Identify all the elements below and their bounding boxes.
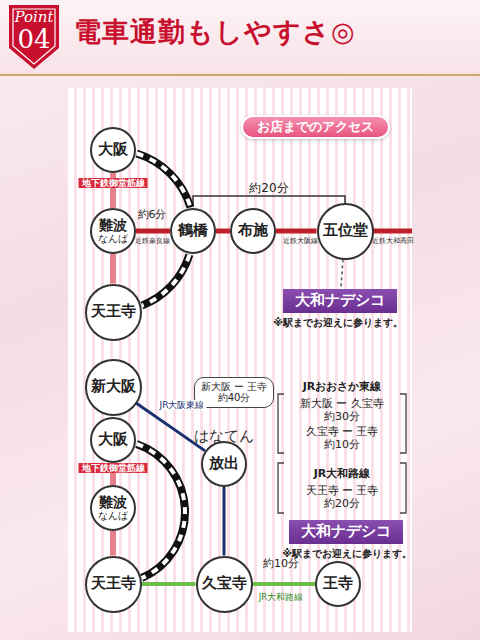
- node-text: 大和ナデシコ: [301, 523, 391, 540]
- bracket: [400, 463, 406, 513]
- station-circle: 新大阪: [85, 359, 142, 416]
- node-text: 天王寺: [91, 575, 136, 592]
- map-note: 近鉄大和高田: [372, 237, 414, 245]
- time-bracket: [193, 196, 345, 206]
- rail-segment: [253, 582, 316, 586]
- node-text: 難波: [99, 217, 127, 233]
- node-text: 天王寺: [91, 303, 136, 320]
- rail-line: [224, 487, 225, 556]
- map-note: 約20分: [249, 181, 288, 195]
- access-button: お店までのアクセス: [241, 115, 390, 140]
- map-note: 新大阪 ー 久宝寺 約30分: [292, 397, 392, 423]
- map-note: 天王寺 ー 王寺 約20分: [292, 484, 392, 510]
- map-note: ※駅までお迎えに参ります。: [282, 548, 412, 560]
- bracket: [278, 463, 284, 513]
- map-note: ※駅までお迎えに参ります。: [273, 317, 403, 329]
- node-text: 大阪: [98, 431, 128, 448]
- node-text: 王寺: [323, 575, 353, 592]
- station-circle: 天王寺: [85, 284, 142, 341]
- loop-line-outer: [142, 255, 190, 306]
- station-circle: 大阪: [90, 127, 136, 173]
- rail-segment: [276, 229, 317, 234]
- node-text: 大和ナデシコ: [295, 292, 385, 309]
- rail-line: [253, 584, 316, 585]
- rail-line: [136, 231, 170, 232]
- shop-box: 大和ナデシコ: [283, 289, 397, 312]
- shield-inner: [13, 9, 55, 64]
- rail-line: [113, 531, 114, 556]
- station-circle: 久宝寺: [196, 556, 253, 613]
- bracket: [278, 394, 284, 453]
- rail-segment: [110, 254, 116, 284]
- map-note: JRおおさか東線: [303, 380, 382, 393]
- shield-fill: [9, 5, 59, 69]
- rail-segment: [110, 531, 116, 556]
- node-text: 五位堂: [323, 222, 368, 239]
- bracket: [400, 394, 406, 453]
- station-circle: 難波なんば: [90, 208, 136, 254]
- rail-segment: [136, 229, 170, 234]
- node-text: はなてん: [194, 428, 254, 445]
- rail-line: [142, 584, 196, 585]
- node-text: 大阪: [98, 141, 128, 158]
- station-circle: 布施: [230, 208, 276, 254]
- node-text: Point: [14, 10, 53, 26]
- line-label: 地下鉄御堂筋線: [79, 463, 148, 474]
- node-text: 鶴橋: [178, 222, 208, 239]
- rail-segment: [216, 229, 230, 234]
- station-circle: 王寺: [315, 561, 361, 607]
- rail-line: [276, 231, 317, 232]
- node-text: なんば: [98, 510, 128, 522]
- map-note: 近鉄奈良線: [135, 237, 170, 245]
- station-circle: はなてん放出: [201, 441, 247, 487]
- station-circle: 五位堂: [317, 203, 374, 260]
- rail-segment: [142, 582, 196, 586]
- map-note: JR大和路線: [259, 592, 303, 602]
- rail-line: [216, 231, 230, 232]
- point-badge: Point04: [6, 2, 62, 72]
- line-label: 約10分: [263, 557, 299, 570]
- rail-segment: [223, 487, 226, 556]
- map-note: JR大和路線: [314, 467, 371, 480]
- station-circle: 難波なんば: [90, 485, 136, 531]
- page-title: 電車通勤もしやすさ◎: [74, 14, 356, 50]
- shop-box: 大和ナデシコ: [289, 520, 403, 543]
- node-text: 布施: [238, 222, 268, 239]
- map-note: 久宝寺 ー 王寺 約10分: [292, 425, 392, 451]
- node-text: 久宝寺: [202, 575, 247, 592]
- line-label: JR大阪東線: [158, 400, 207, 411]
- node-text: 新大阪 ー 王寺 約40分: [199, 381, 269, 404]
- node-text: 放出: [209, 455, 239, 472]
- rail-segment: [341, 259, 343, 289]
- node-text: 難波: [99, 494, 127, 510]
- station-circle: 鶴橋: [170, 208, 216, 254]
- loop-line-inner: [142, 255, 190, 306]
- rail-line: [341, 259, 343, 289]
- station-circle: 天王寺: [85, 556, 142, 613]
- station-circle: 大阪: [90, 417, 136, 463]
- node-text: なんば: [98, 233, 128, 245]
- map-note: 近鉄大阪線: [283, 237, 318, 245]
- line-label: 地下鉄御堂筋線: [79, 178, 148, 189]
- node-text: 新大阪: [91, 378, 136, 395]
- node-text: 04: [17, 26, 50, 53]
- node-text: お店までのアクセス: [257, 120, 374, 135]
- rail-line: [113, 254, 114, 284]
- rail-line: [142, 255, 190, 306]
- line-label: 約6分: [138, 208, 167, 221]
